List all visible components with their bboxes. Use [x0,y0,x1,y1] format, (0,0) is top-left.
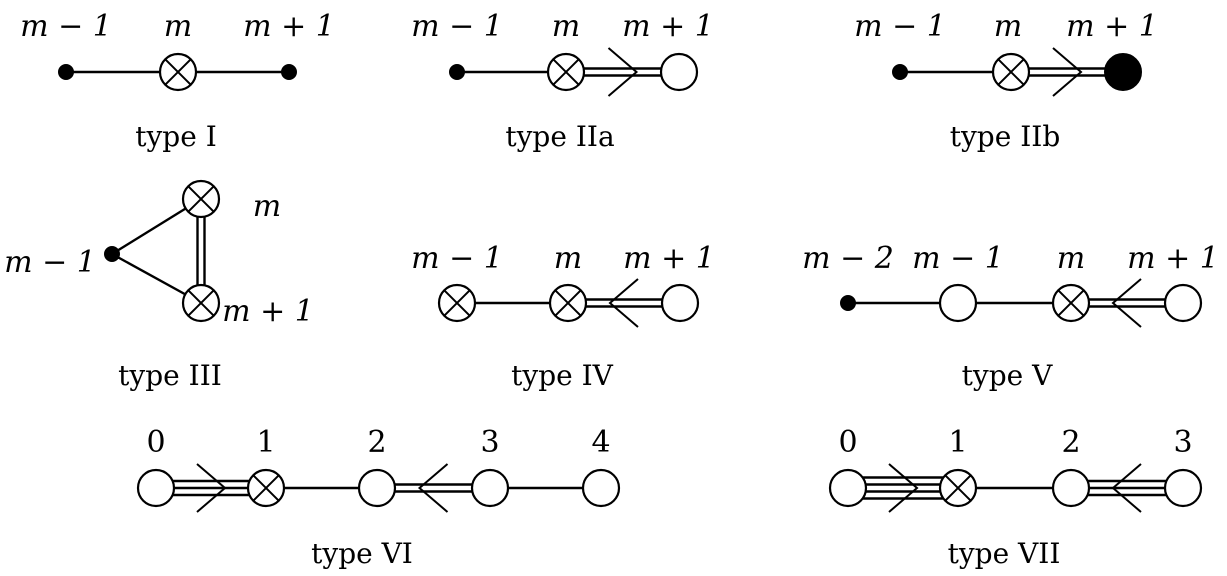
diagram-panel: m − 1 m m + 1 type IIa [411,9,714,153]
node-label: m − 1 [20,9,112,44]
node-label: m [552,9,580,44]
white-node [659,52,699,92]
small-black-node [104,246,120,262]
node-label: m + 1 [243,9,335,44]
crossed-node [181,283,221,323]
cross-line [252,474,280,502]
white-node [1163,468,1203,508]
node-label: 2 [367,425,386,460]
cross-line [443,289,471,317]
panel-caption: type VI [311,537,413,570]
crossed-node [548,283,588,323]
panel-caption: type I [135,120,217,153]
cross-line [187,289,215,317]
node-label: 0 [146,425,165,460]
crossed-node [181,179,221,219]
diagram-panel: m − 1 m m + 1 type IIb [854,9,1158,153]
white-node [1163,283,1203,323]
node-label: m + 1 [622,9,714,44]
edge-double [377,463,490,513]
white-node [1051,468,1091,508]
cross-line [997,58,1025,86]
crossed-node [991,52,1031,92]
diagram-panel: 0 1 2 3 4 type VI [136,425,621,570]
crossed-node [546,52,586,92]
panel-caption: type III [118,359,222,392]
node-label: m − 1 [4,245,96,280]
node-label: m + 1 [623,241,715,276]
diagram-panel: m − 1 m m + 1 type IV [411,241,715,392]
node-label: m [1057,241,1085,276]
panel-caption: type IIa [505,120,614,153]
node-label: 3 [480,425,499,460]
diagram-panel: 0 1 2 3 type VII [828,425,1203,570]
node-label: m + 1 [1066,9,1158,44]
panel-caption: type V [962,359,1053,392]
arrow-right-icon [888,463,919,513]
edge-double [566,47,679,97]
arrow-right-icon [607,47,639,97]
arrow-left-icon [417,463,449,513]
cross-line [187,185,215,213]
small-black-node [281,64,297,80]
crossed-node [938,468,978,508]
node-label: 1 [948,425,967,460]
arrow-left-icon [1111,463,1142,513]
cross-line [1057,289,1085,317]
small-black-node [449,64,465,80]
diagram-panel: m − 2 m − 1 m m + 1 type V [802,241,1219,392]
arrow-right-icon [1052,47,1083,97]
large-black-node [1104,53,1142,91]
node-label: m [554,241,582,276]
node-label: 1 [256,425,275,460]
node-label: 3 [1173,425,1192,460]
panel-caption: type VII [948,537,1061,570]
arrow-left-icon [608,278,639,328]
crossed-node [158,52,198,92]
cross-line [164,58,192,86]
node-label: m − 1 [411,241,503,276]
panel-caption: type IIb [950,120,1061,153]
white-node [660,283,700,323]
node-label: m − 1 [854,9,946,44]
white-node [581,468,621,508]
node-label: 0 [838,425,857,460]
node-label: m [994,9,1022,44]
cross-line [552,58,580,86]
node-label: m [253,189,281,224]
small-black-node [840,295,856,311]
cross-line [944,474,972,502]
node-label: m − 1 [411,9,503,44]
cross-line [554,289,582,317]
node-label: m + 1 [222,294,314,329]
arrow-right-icon [196,463,227,513]
small-black-node [58,64,74,80]
white-node [470,468,510,508]
diagram-panel: m − 1 m m + 1 type I [20,9,335,153]
node-label: m − 2 [802,241,894,276]
white-node [828,468,868,508]
white-node [357,468,397,508]
white-node [938,283,978,323]
node-label: m + 1 [1127,241,1219,276]
node-label: 2 [1061,425,1080,460]
crossed-node [1051,283,1091,323]
node-label: m [164,9,192,44]
crossed-node [246,468,286,508]
node-label: m − 1 [912,241,1004,276]
small-black-node [892,64,908,80]
arrow-left-icon [1111,278,1142,328]
white-node [136,468,176,508]
node-label: 4 [591,425,610,460]
crossed-node [437,283,477,323]
panel-caption: type IV [511,359,614,392]
